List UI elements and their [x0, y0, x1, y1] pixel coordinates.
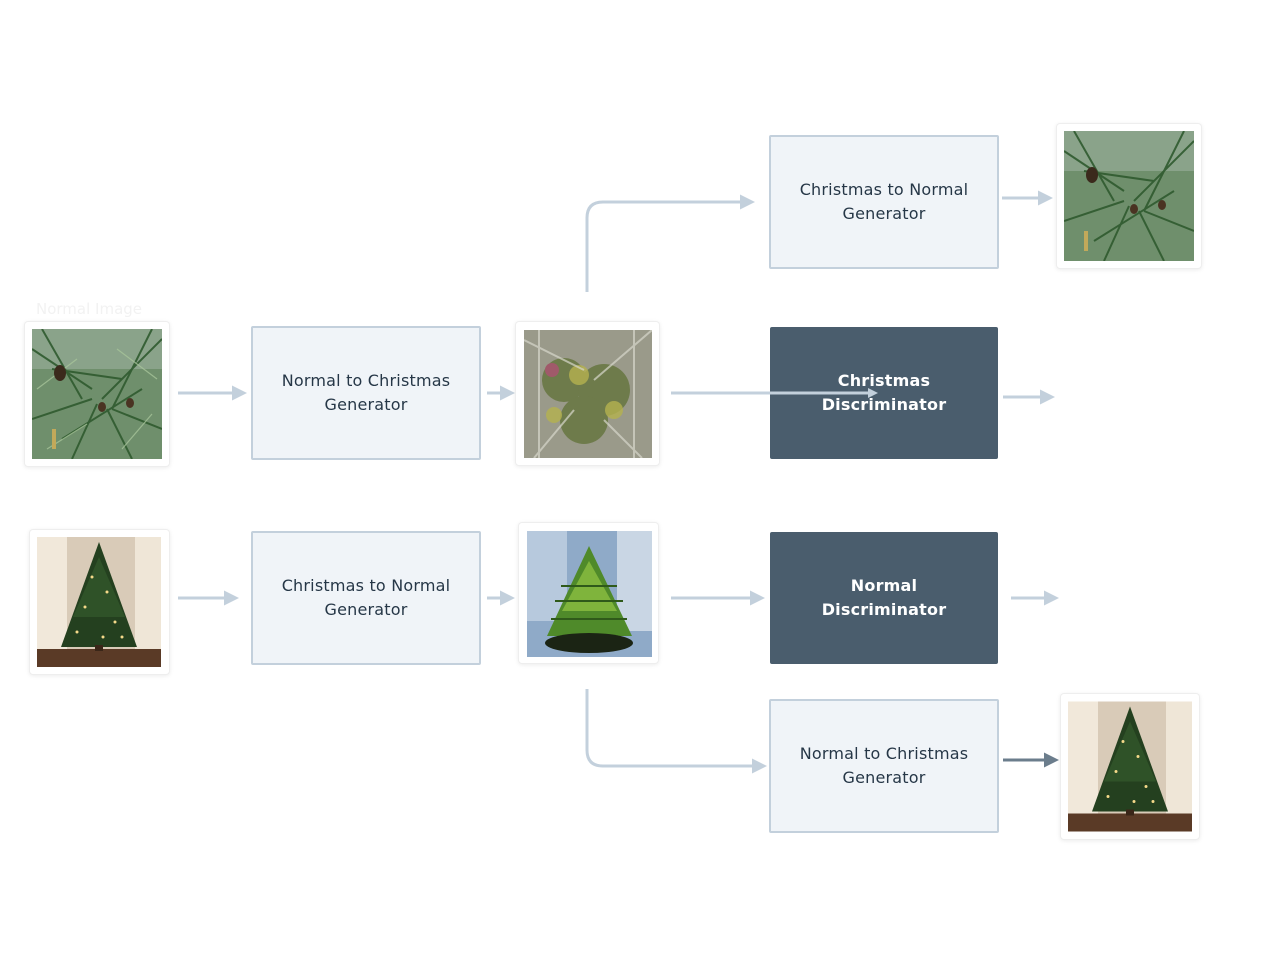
- tree-reconstructed-image: [1060, 693, 1200, 840]
- christmas-to-normal-generator-top: Christmas to Normal Generator: [769, 135, 999, 269]
- stylized-tree-icon: [527, 531, 652, 657]
- stylized-pine-icon: [524, 330, 652, 458]
- normal-to-christmas-generator: Normal to Christmas Generator: [251, 326, 481, 460]
- christmas-discriminator: Christmas Discriminator: [770, 327, 998, 459]
- arrow-fake-to-top-generator: [585, 194, 755, 292]
- tree-input-image: [29, 529, 170, 675]
- christmas-tree-photo-icon: [37, 537, 161, 667]
- arrow-fake-tree-to-bottom-generator: [585, 689, 767, 774]
- pine-input-image: [24, 321, 170, 467]
- pine-photo-icon: [32, 329, 162, 459]
- pine-reconstructed-image: [1056, 123, 1202, 269]
- christmas-to-normal-generator: Christmas to Normal Generator: [251, 531, 481, 665]
- normal-to-christmas-generator-bottom: Normal to Christmas Generator: [769, 699, 999, 833]
- tree-fake-image: [518, 522, 659, 664]
- normal-discriminator: Normal Discriminator: [770, 532, 998, 664]
- pine-photo-icon: [1064, 131, 1194, 261]
- normal-image-caption: Normal Image: [36, 300, 143, 318]
- pine-fake-image: [515, 321, 660, 466]
- christmas-tree-photo-icon: [1068, 701, 1192, 832]
